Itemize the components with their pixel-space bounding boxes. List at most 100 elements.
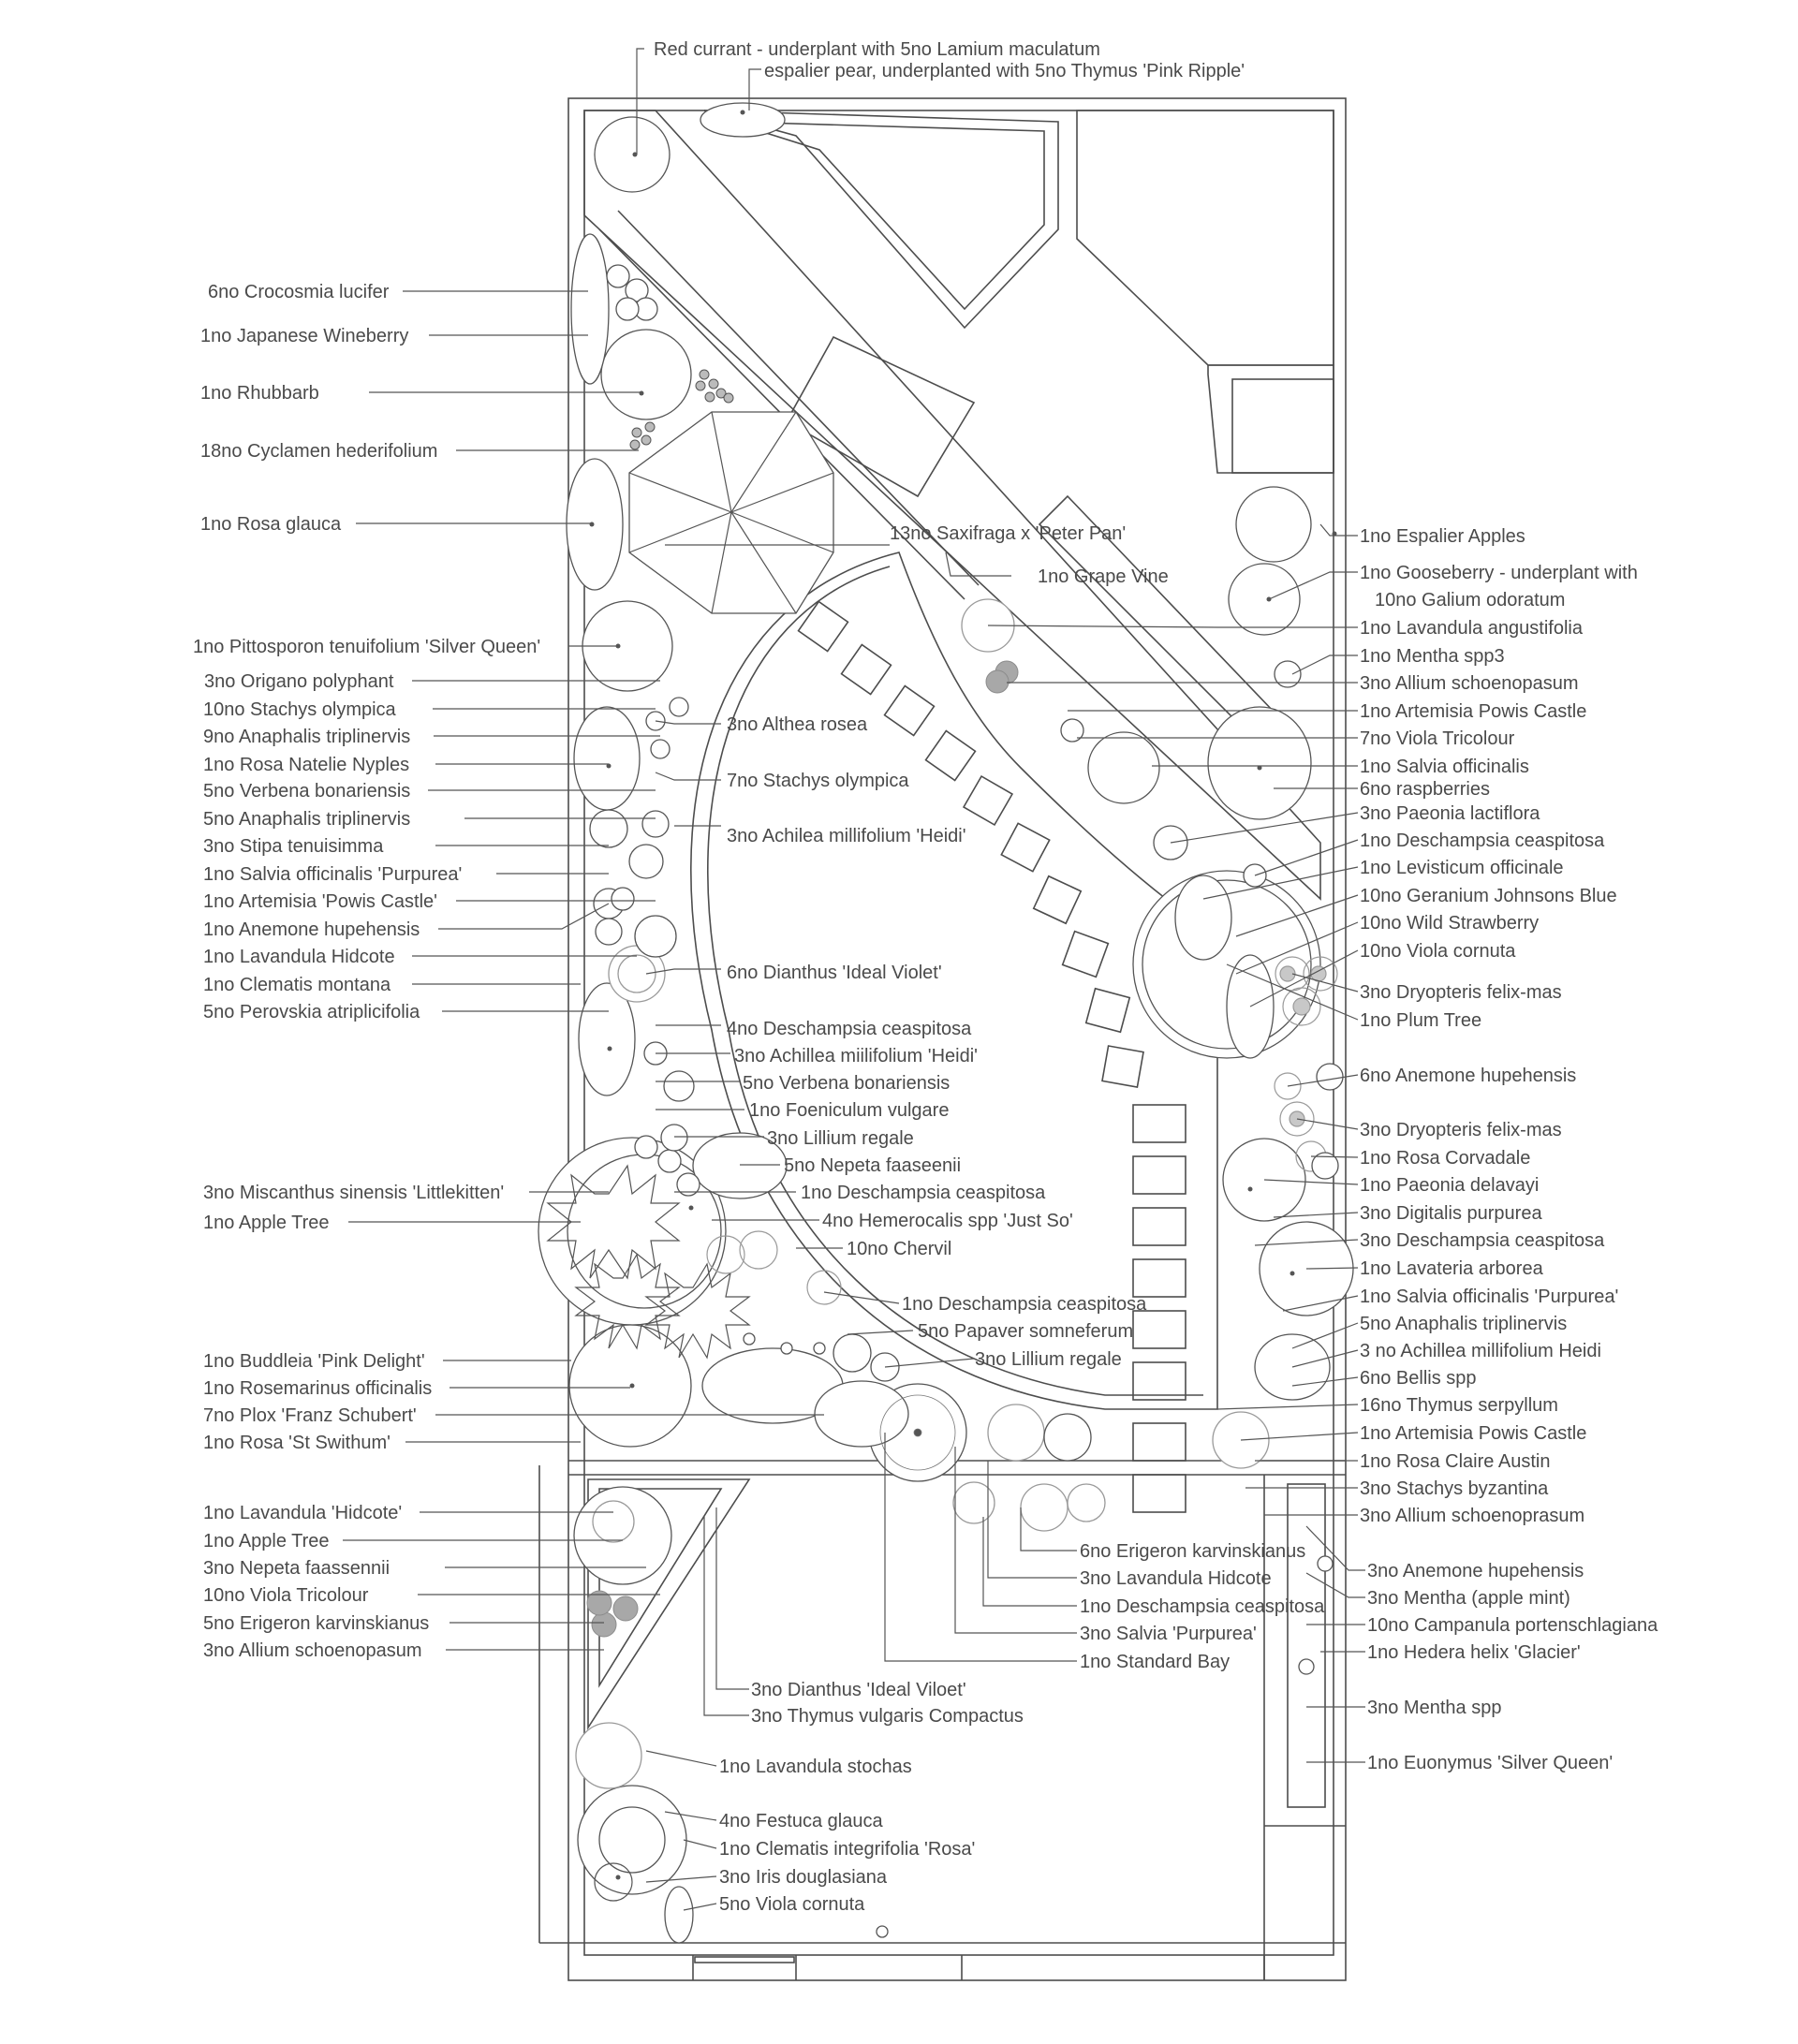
- stepping-stone: [962, 774, 1014, 827]
- stepping-stone: [1132, 1310, 1186, 1349]
- plant-label: 4no Deschampsia ceaspitosa: [727, 1019, 972, 1039]
- erigeron-3: [1067, 1483, 1106, 1522]
- lavandula-hidcote-inner: [617, 954, 656, 993]
- parasol: [628, 411, 834, 614]
- plant-label: 1no Artemisia 'Powis Castle': [203, 891, 437, 912]
- plant-label: 1no Deschampsia ceaspitosa: [1080, 1596, 1325, 1617]
- plant-label: 5no Anaphalis triplinervis: [203, 809, 410, 830]
- plant-label: 3no Lillium regale: [767, 1128, 914, 1149]
- plant-label: 1no Salvia officinalis: [1360, 757, 1529, 777]
- allium-grey: [612, 1595, 639, 1622]
- plant-label: 10no Chervil: [847, 1239, 951, 1259]
- erigeron-2: [1020, 1483, 1068, 1532]
- plant-label: 1no Standard Bay: [1080, 1652, 1230, 1672]
- plant-label: 3no Lillium regale: [975, 1349, 1122, 1370]
- labels-top: Red currant - underplant with 5no Lamium…: [654, 39, 1245, 81]
- allium-grey: [591, 1611, 617, 1638]
- plant-label: 10no Wild Strawberry: [1360, 913, 1539, 934]
- plant-label: 3no Allium schoenopasum: [203, 1640, 421, 1661]
- plant-label: 1no Buddleia 'Pink Delight': [203, 1351, 425, 1372]
- lavandula-stochas: [575, 1722, 642, 1789]
- stepping-stone: [1132, 1474, 1186, 1513]
- plant-label: 3no Lavandula Hidcote: [1080, 1568, 1272, 1589]
- diagonal-path: [583, 110, 1321, 901]
- plant-label: 3no Thymus vulgaris Compactus: [751, 1706, 1024, 1727]
- raspberries: [1207, 706, 1312, 820]
- gooseberry: [1228, 563, 1301, 636]
- plant-label: 1no Gooseberry - underplant with: [1360, 563, 1638, 583]
- plant-label: 3no Stipa tenuisimma: [203, 836, 384, 857]
- plant-label: 5no Perovskia atriplicifolia: [203, 1002, 420, 1022]
- plant-label: 1no Rosa glauca: [200, 514, 342, 535]
- allium-grey: [586, 1590, 612, 1616]
- plant-label: 3no Mentha spp: [1367, 1698, 1501, 1718]
- stepping-stone: [1132, 1207, 1186, 1246]
- plant-label: 7no Plox 'Franz Schubert': [203, 1405, 417, 1426]
- plant-label: 3no Stachys byzantina: [1360, 1478, 1549, 1499]
- plant-label: 10no Viola cornuta: [1360, 941, 1516, 962]
- plant-label: 1no Lavandula angustifolia: [1360, 618, 1584, 639]
- cyclamen-cluster: [629, 369, 734, 450]
- plant-label: 1no Rosa Corvadale: [1360, 1148, 1530, 1169]
- plant-label: 1no Deschampsia ceaspitosa: [902, 1294, 1147, 1315]
- plant-label: 1no Rhubbarb: [200, 383, 319, 404]
- leader-lines: [343, 48, 1365, 1911]
- plant-label: 5no Nepeta faaseenii: [784, 1155, 961, 1176]
- plant-label: 1no Rosa 'St Swithum': [203, 1433, 391, 1453]
- viola-cornuta: [664, 1886, 694, 1944]
- plant-label: 4no Hemerocalis spp 'Just So': [822, 1211, 1073, 1231]
- lawn-edge-inner: [707, 566, 1203, 1396]
- espalier-apple: [1235, 486, 1312, 563]
- stepping-stone: [1000, 822, 1051, 873]
- plant-label: 1no Rosa Claire Austin: [1360, 1451, 1550, 1472]
- levisticum: [1174, 875, 1232, 961]
- plant-label: 3no Dryopteris felix-mas: [1360, 1120, 1562, 1140]
- plant-label: 3no Iris douglasiana: [719, 1867, 888, 1888]
- rosa-glauca: [566, 458, 624, 591]
- plant-label: 1no Deschampsia ceaspitosa: [801, 1183, 1046, 1203]
- plant-label: 5no Papaver somneferum: [918, 1321, 1133, 1342]
- plant-label: 6no Dianthus 'Ideal Violet': [727, 963, 942, 983]
- plant-label: 18no Cyclamen hederifolium: [200, 441, 437, 462]
- plant-label: 3no Achilea millifolium 'Heidi': [727, 826, 966, 846]
- plant-label: 5no Anaphalis triplinervis: [1360, 1314, 1567, 1334]
- plant-label: 1no Hedera helix 'Glacier': [1367, 1642, 1581, 1663]
- plant-label: 10no Campanula portenschlagiana: [1367, 1615, 1658, 1636]
- allium-cluster: [985, 669, 1010, 694]
- espalier-pear: [700, 102, 786, 138]
- plant-label: 3no Anemone hupehensis: [1367, 1561, 1584, 1581]
- plant-label: 1no Artemisia Powis Castle: [1360, 1423, 1586, 1444]
- plant-label: 1no Lavandula Hidcote: [203, 947, 395, 967]
- plant-label: 3no Dianthus 'Ideal Viloet': [751, 1680, 966, 1700]
- plant-label: 5no Viola cornuta: [719, 1894, 865, 1915]
- standard-bay-detail: [879, 1394, 956, 1471]
- plant-label: 1no Paeonia delavayi: [1360, 1175, 1539, 1196]
- plant-label: 6no Crocosmia lucifer: [208, 282, 390, 302]
- diagonal-edge-b: [617, 210, 980, 586]
- plant-label: 3no Miscanthus sinensis 'Littlekitten': [203, 1183, 504, 1203]
- plant-label: 10no Galium odoratum: [1375, 590, 1565, 610]
- stepping-stone: [1132, 1104, 1186, 1143]
- plant-label: 1no Foeniculum vulgare: [749, 1100, 949, 1121]
- plant-label: 1no Apple Tree: [203, 1531, 330, 1551]
- pear-bed-inner: [730, 121, 1045, 311]
- plant-label: 5no Verbena bonariensis: [203, 781, 410, 801]
- plant-label: 4no Festuca glauca: [719, 1811, 883, 1831]
- lower-diagonal-bed-inner: [598, 1488, 723, 1688]
- labels-right: 1no Espalier Apples 1no Gooseberry - und…: [1360, 526, 1658, 1773]
- plant-label: 6no Bellis spp: [1360, 1368, 1477, 1389]
- plant-label: espalier pear, underplanted with 5no Thy…: [764, 61, 1245, 81]
- bottom-step: [694, 1956, 795, 1963]
- plant-label: 3no Paeonia lactiflora: [1360, 803, 1540, 824]
- plot-outer-boundary: [567, 97, 1347, 1981]
- pear-bed: [703, 110, 1059, 330]
- stepping-stone: [924, 729, 977, 782]
- plant-label: 3no Althea rosea: [727, 714, 868, 735]
- plant-label: 3no Nepeta faassennii: [203, 1558, 390, 1579]
- central-strip: [785, 335, 976, 498]
- lower-lavandula: [592, 1500, 635, 1543]
- plant-label: 1no Pittosporon tenuifolium 'Silver Quee…: [193, 637, 540, 657]
- plant-label: 10no Viola Tricolour: [203, 1585, 369, 1606]
- drain-cover: [876, 1925, 889, 1938]
